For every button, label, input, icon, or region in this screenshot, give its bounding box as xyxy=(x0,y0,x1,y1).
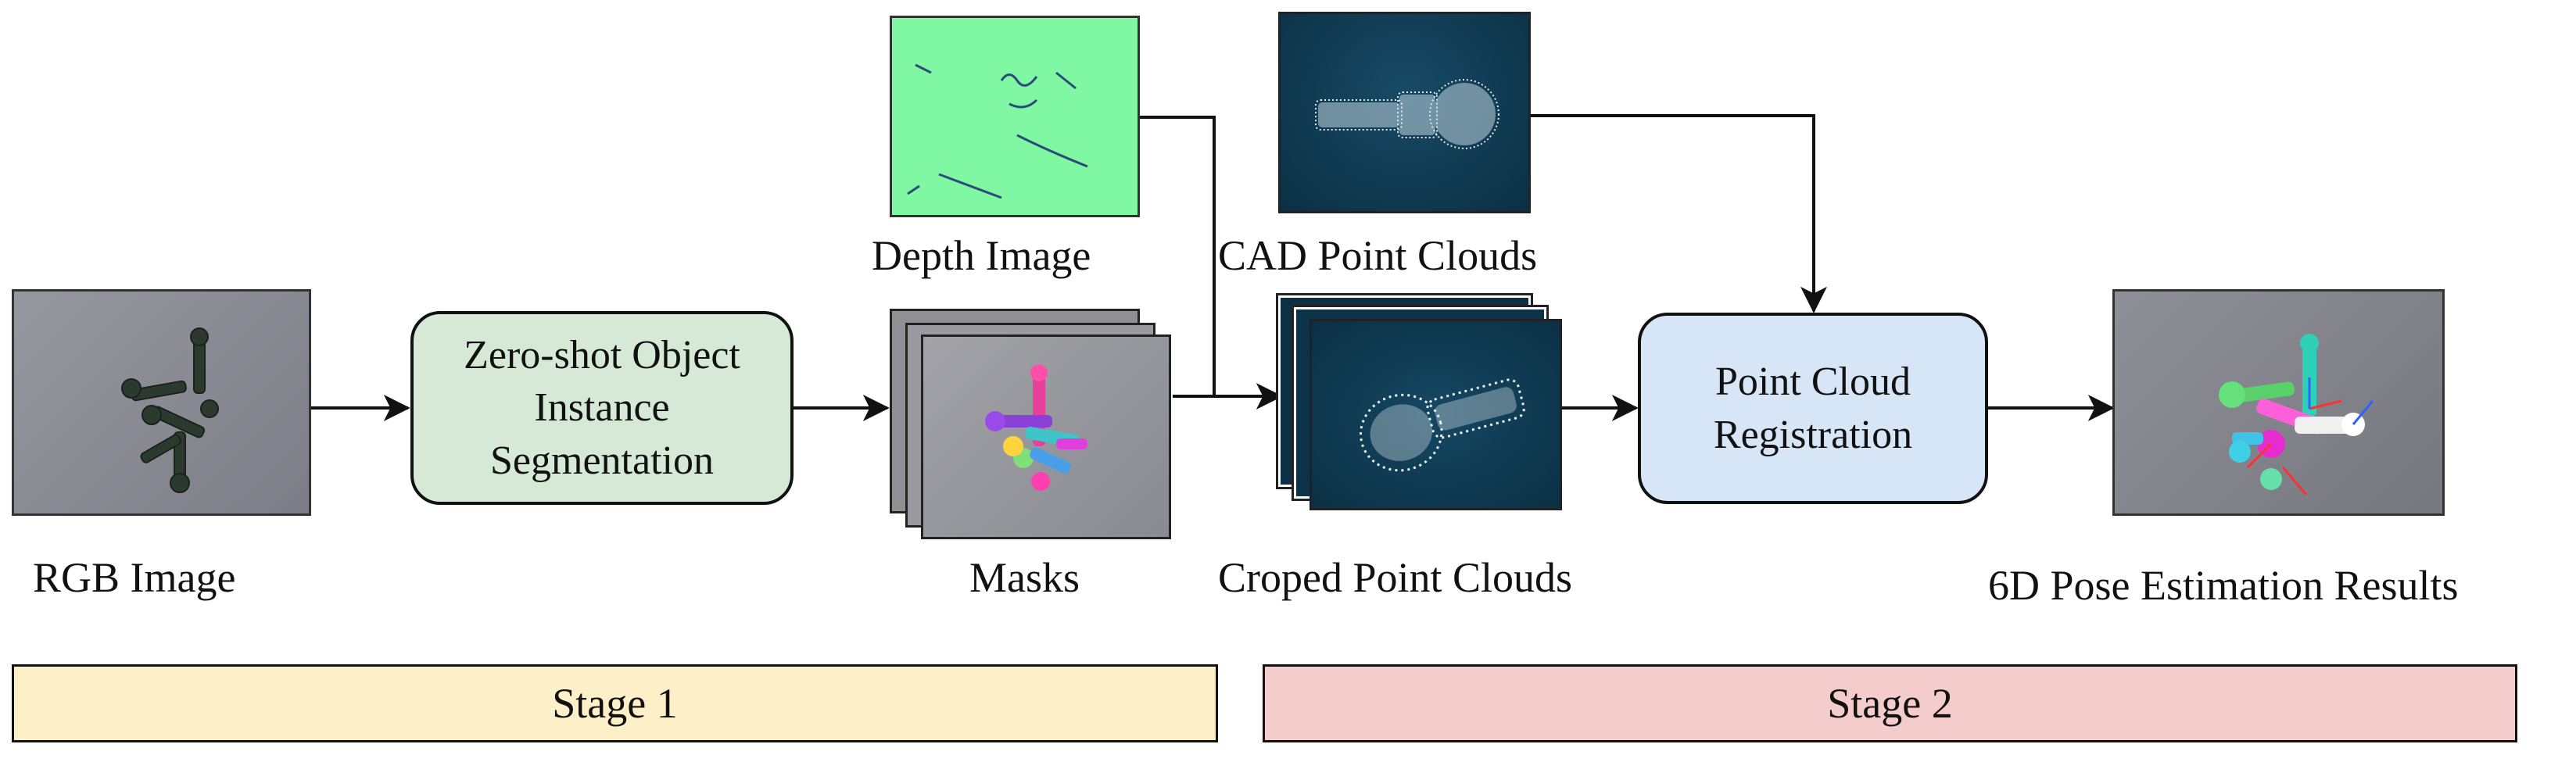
cad-point-cloud-image xyxy=(1278,12,1531,213)
registration-line-1: Point Cloud xyxy=(1715,359,1911,404)
masks-label: Masks xyxy=(969,554,1080,601)
segmentation-step: Zero-shot Object Instance Segmentation xyxy=(410,311,794,505)
rgb-image xyxy=(12,289,311,516)
pose-result-illustration xyxy=(2219,334,2374,495)
stage-2-label: Stage 2 xyxy=(1827,680,1953,727)
depth-image-label: Depth Image xyxy=(872,232,1091,279)
registration-line-2: Registration xyxy=(1713,412,1913,457)
line-depth-to-merge xyxy=(1140,116,1216,396)
croped-cloud-illustration xyxy=(1360,378,1525,472)
registration-step: Point Cloud Registration xyxy=(1638,313,1988,504)
depth-noise-illustration xyxy=(907,63,1088,199)
segmentation-line-1: Zero-shot Object xyxy=(464,332,740,377)
pose-result-label: 6D Pose Estimation Results xyxy=(1988,562,2459,609)
segmentation-line-3: Segmentation xyxy=(490,438,714,483)
stage-2-bar: Stage 2 xyxy=(1263,664,2517,742)
rgb-objects-illustration xyxy=(121,327,219,493)
segmentation-line-2: Instance xyxy=(534,385,670,431)
stage-1-label: Stage 1 xyxy=(552,680,678,727)
masks-illustration xyxy=(985,364,1087,491)
croped-point-clouds-label: Croped Point Clouds xyxy=(1218,554,1573,601)
depth-image xyxy=(890,16,1140,217)
rgb-image-label: RGB Image xyxy=(33,554,236,601)
stage-1-bar: Stage 1 xyxy=(12,664,1218,742)
croped-point-cloud-image xyxy=(1309,319,1562,510)
pose-result-image xyxy=(2112,289,2445,516)
cad-shape-illustration xyxy=(1315,79,1499,149)
cad-point-clouds-label: CAD Point Clouds xyxy=(1218,232,1538,279)
masks-image xyxy=(921,334,1171,539)
arrow-cad-to-registration xyxy=(1531,114,1827,313)
